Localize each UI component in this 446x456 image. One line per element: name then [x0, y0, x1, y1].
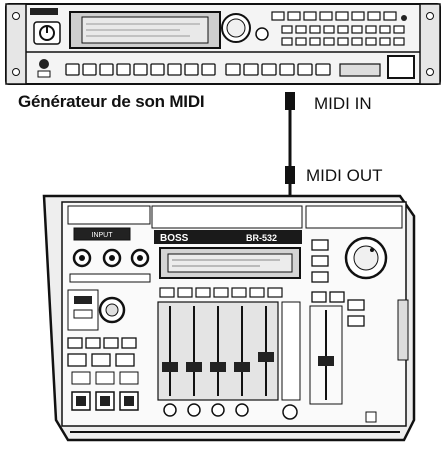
track-buttons — [163, 403, 298, 420]
rack-button-grid — [271, 11, 405, 46]
right-section — [305, 205, 403, 423]
card-slot — [339, 63, 381, 77]
boss-br532-recorder: INPUT — [42, 194, 416, 442]
midi-sound-module — [5, 3, 441, 85]
part-buttons — [65, 63, 331, 76]
transport-buttons — [71, 371, 139, 411]
left-function-buttons — [67, 337, 137, 367]
input-knobs — [72, 248, 150, 268]
midi-out-label: MIDI OUT — [306, 166, 383, 185]
value-dial — [221, 13, 251, 43]
rack-lcd-display — [69, 11, 221, 49]
boss-logo-bar — [154, 230, 302, 244]
recorder-lcd-display — [159, 247, 301, 279]
side-card-slot — [397, 299, 409, 361]
center-buttons — [159, 287, 283, 298]
channel-faders — [157, 301, 279, 401]
model-name: BR-532 — [246, 233, 277, 243]
center-section: BOSS BR-532 — [151, 205, 303, 420]
midi-cable — [285, 92, 295, 198]
power-switch — [37, 59, 51, 78]
boss-logo: BOSS — [160, 233, 189, 244]
volume-knob — [33, 21, 61, 45]
time-dial — [344, 236, 388, 280]
small-knob — [255, 27, 269, 41]
master-fader — [309, 305, 343, 405]
midi-in-plug — [285, 92, 295, 110]
rack-ear-right — [419, 3, 441, 85]
svg-text:INPUT: INPUT — [92, 232, 114, 239]
effect-knob — [67, 289, 126, 331]
sound-generator-label: Générateur de son MIDI — [18, 92, 205, 111]
meter-strip — [281, 301, 301, 401]
memory-card-slot — [387, 55, 415, 79]
midi-in-label: MIDI IN — [314, 94, 372, 113]
input-section: INPUT — [67, 205, 151, 411]
rack-ear-left — [5, 3, 27, 85]
right-buttons — [311, 239, 365, 327]
midi-out-plug — [285, 166, 295, 184]
roland-logo — [30, 8, 58, 15]
footswitch-jack — [365, 411, 377, 423]
